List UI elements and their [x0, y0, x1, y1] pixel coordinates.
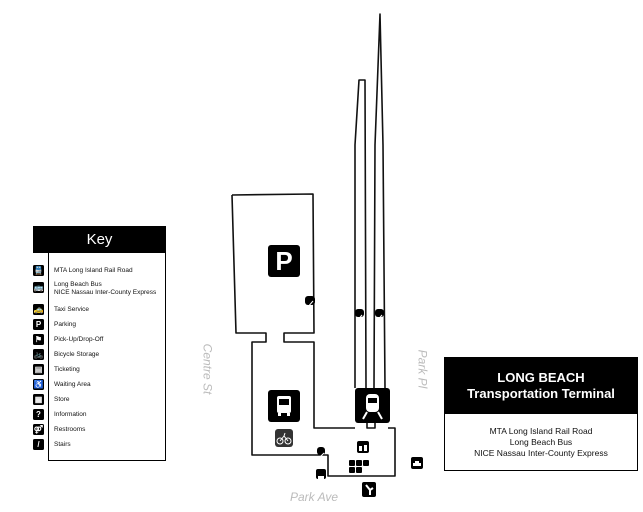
service-item: Long Beach Bus	[509, 437, 573, 447]
parking-lot-outline	[231, 193, 396, 477]
street-label-centre-st: Centre St	[200, 343, 215, 395]
title-line-2: Transportation Terminal	[467, 386, 615, 401]
train-exit-notch	[366, 423, 376, 429]
stairs-icon	[355, 309, 364, 322]
key-item-label-line: Taxi Service	[54, 306, 90, 313]
stairs-icon	[317, 447, 325, 460]
key-item-label-line: Restrooms	[54, 426, 86, 433]
bicycle-icon: 🚲	[33, 349, 44, 360]
key-item-label: Information	[54, 411, 87, 419]
service-item: NICE Nassau Inter-County Express	[474, 448, 608, 458]
pickup-icon	[362, 482, 376, 497]
key-item-label-line: Long Beach Bus	[54, 281, 102, 288]
platform-2-outline	[373, 13, 386, 389]
taxi-icon	[411, 457, 423, 469]
stairs-icon	[375, 309, 384, 322]
parking-icon: P	[33, 319, 44, 330]
street-label-park-ave: Park Ave	[290, 490, 339, 504]
store-icon	[349, 467, 355, 473]
key-item-label: MTA Long Island Rail Road	[54, 267, 133, 275]
train-icon	[355, 388, 390, 423]
stairs-icon: /	[33, 439, 44, 450]
amenities-cluster	[349, 460, 369, 474]
store-icon: ▦	[33, 394, 44, 405]
key-item-label: Restrooms	[54, 426, 85, 434]
key-item-label: Bicycle Storage	[54, 351, 99, 359]
key-item-label-line: Ticketing	[54, 366, 80, 373]
ticketing-icon	[357, 441, 369, 453]
service-item: MTA Long Island Rail Road	[489, 426, 593, 436]
key-item-label: Waiting Area	[54, 381, 91, 389]
key-item-label-line: Parking	[54, 321, 77, 328]
key-item-label-line: NICE Nassau Inter-County Express	[54, 288, 157, 296]
key-item-label-line: Bicycle Storage	[54, 351, 100, 358]
key-box	[48, 253, 166, 461]
key-item-label: Pick-Up/Drop-Off	[54, 336, 103, 344]
key-item-label-line: Pick-Up/Drop-Off	[54, 336, 104, 343]
key-title: Key	[33, 226, 166, 253]
restrooms-icon	[363, 460, 369, 466]
key-item-label-line: Store	[54, 396, 70, 403]
key-item-label-line: Information	[54, 411, 87, 418]
terminal-title: LONG BEACH Transportation Terminal	[445, 358, 637, 414]
key-item-label-line: Stairs	[54, 441, 71, 448]
waiting-area-icon: ♿	[33, 379, 44, 390]
restrooms-icon: ⚤	[33, 424, 44, 435]
ticketing-icon: ▤	[33, 364, 44, 375]
information-icon: ?	[33, 409, 44, 420]
key-item-label: Taxi Service	[54, 306, 89, 314]
key-item-label: Stairs	[54, 441, 71, 449]
store-icon	[349, 460, 355, 466]
services-list: MTA Long Island Rail Road Long Beach Bus…	[445, 414, 637, 459]
key-item-label-line: Waiting Area	[54, 381, 91, 388]
key-item-label: Store	[54, 396, 70, 404]
taxi-icon: 🚕	[33, 304, 44, 315]
bus-icon	[268, 390, 300, 422]
bus-icon: 🚌	[33, 282, 44, 293]
train-icon: 🚆	[33, 265, 44, 276]
bicycle-icon	[275, 429, 293, 447]
key-item-label: Ticketing	[54, 366, 80, 374]
pickup-icon: ⚑	[33, 334, 44, 345]
street-label-park-pl: Park Pl	[415, 349, 430, 389]
key-item-label-line: MTA Long Island Rail Road	[54, 267, 133, 274]
stairs-icon	[305, 296, 315, 309]
map-key: Key 🚆 MTA Long Island Rail Road 🚌 Long Beac…	[33, 226, 166, 462]
information-icon	[356, 460, 362, 466]
waiting-area-icon	[356, 467, 362, 473]
terminal-title-box: LONG BEACH Transportation Terminal MTA L…	[444, 357, 638, 471]
key-item-label: Parking	[54, 321, 76, 329]
parking-icon: P	[268, 245, 300, 277]
taxi-icon	[316, 469, 326, 479]
platform-1-outline	[354, 79, 367, 389]
title-line-1: LONG BEACH	[497, 370, 585, 385]
